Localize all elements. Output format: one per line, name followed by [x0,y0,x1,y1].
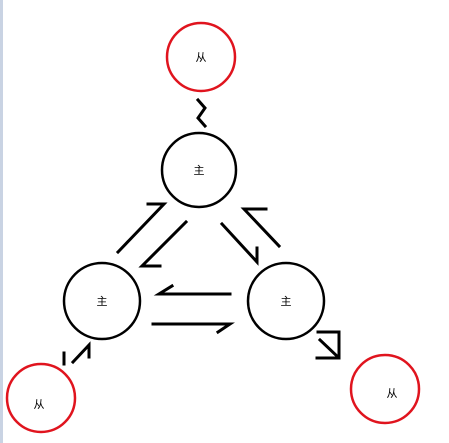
arrow-primary-right-to-primary-left [153,283,232,296]
node-label: 主 [97,295,108,308]
node-label: 从 [34,398,45,411]
node-replica-right: 从 [349,353,421,425]
arrow-primary-right-to-primary-top [240,207,282,249]
node-replica-left: 从 [5,362,77,434]
node-primary-top: 主 [160,131,238,209]
node-primary-right: 主 [246,261,326,341]
arrow-primary-top-to-primary-right [219,221,259,266]
arrow-diagonal-stroke [317,337,341,360]
arrow-primary-top-to-primary-left [138,219,189,268]
arrow-primary-right-to-replica-right [315,330,341,360]
node-label: 主 [194,164,205,177]
arrow-primary-top-to-replica-top [195,97,208,129]
node-replica-top: 从 [165,21,237,93]
node-primary-left: 主 [62,261,142,341]
window-edge [0,0,3,443]
arrow-replica-left-to-primary-left [70,341,91,365]
node-label: 从 [196,51,207,64]
arrow-primary-left-to-primary-right [151,322,235,335]
node-label: 主 [281,295,292,308]
node-label: 从 [387,387,398,400]
arrow-primary-left-to-primary-top [115,202,168,255]
